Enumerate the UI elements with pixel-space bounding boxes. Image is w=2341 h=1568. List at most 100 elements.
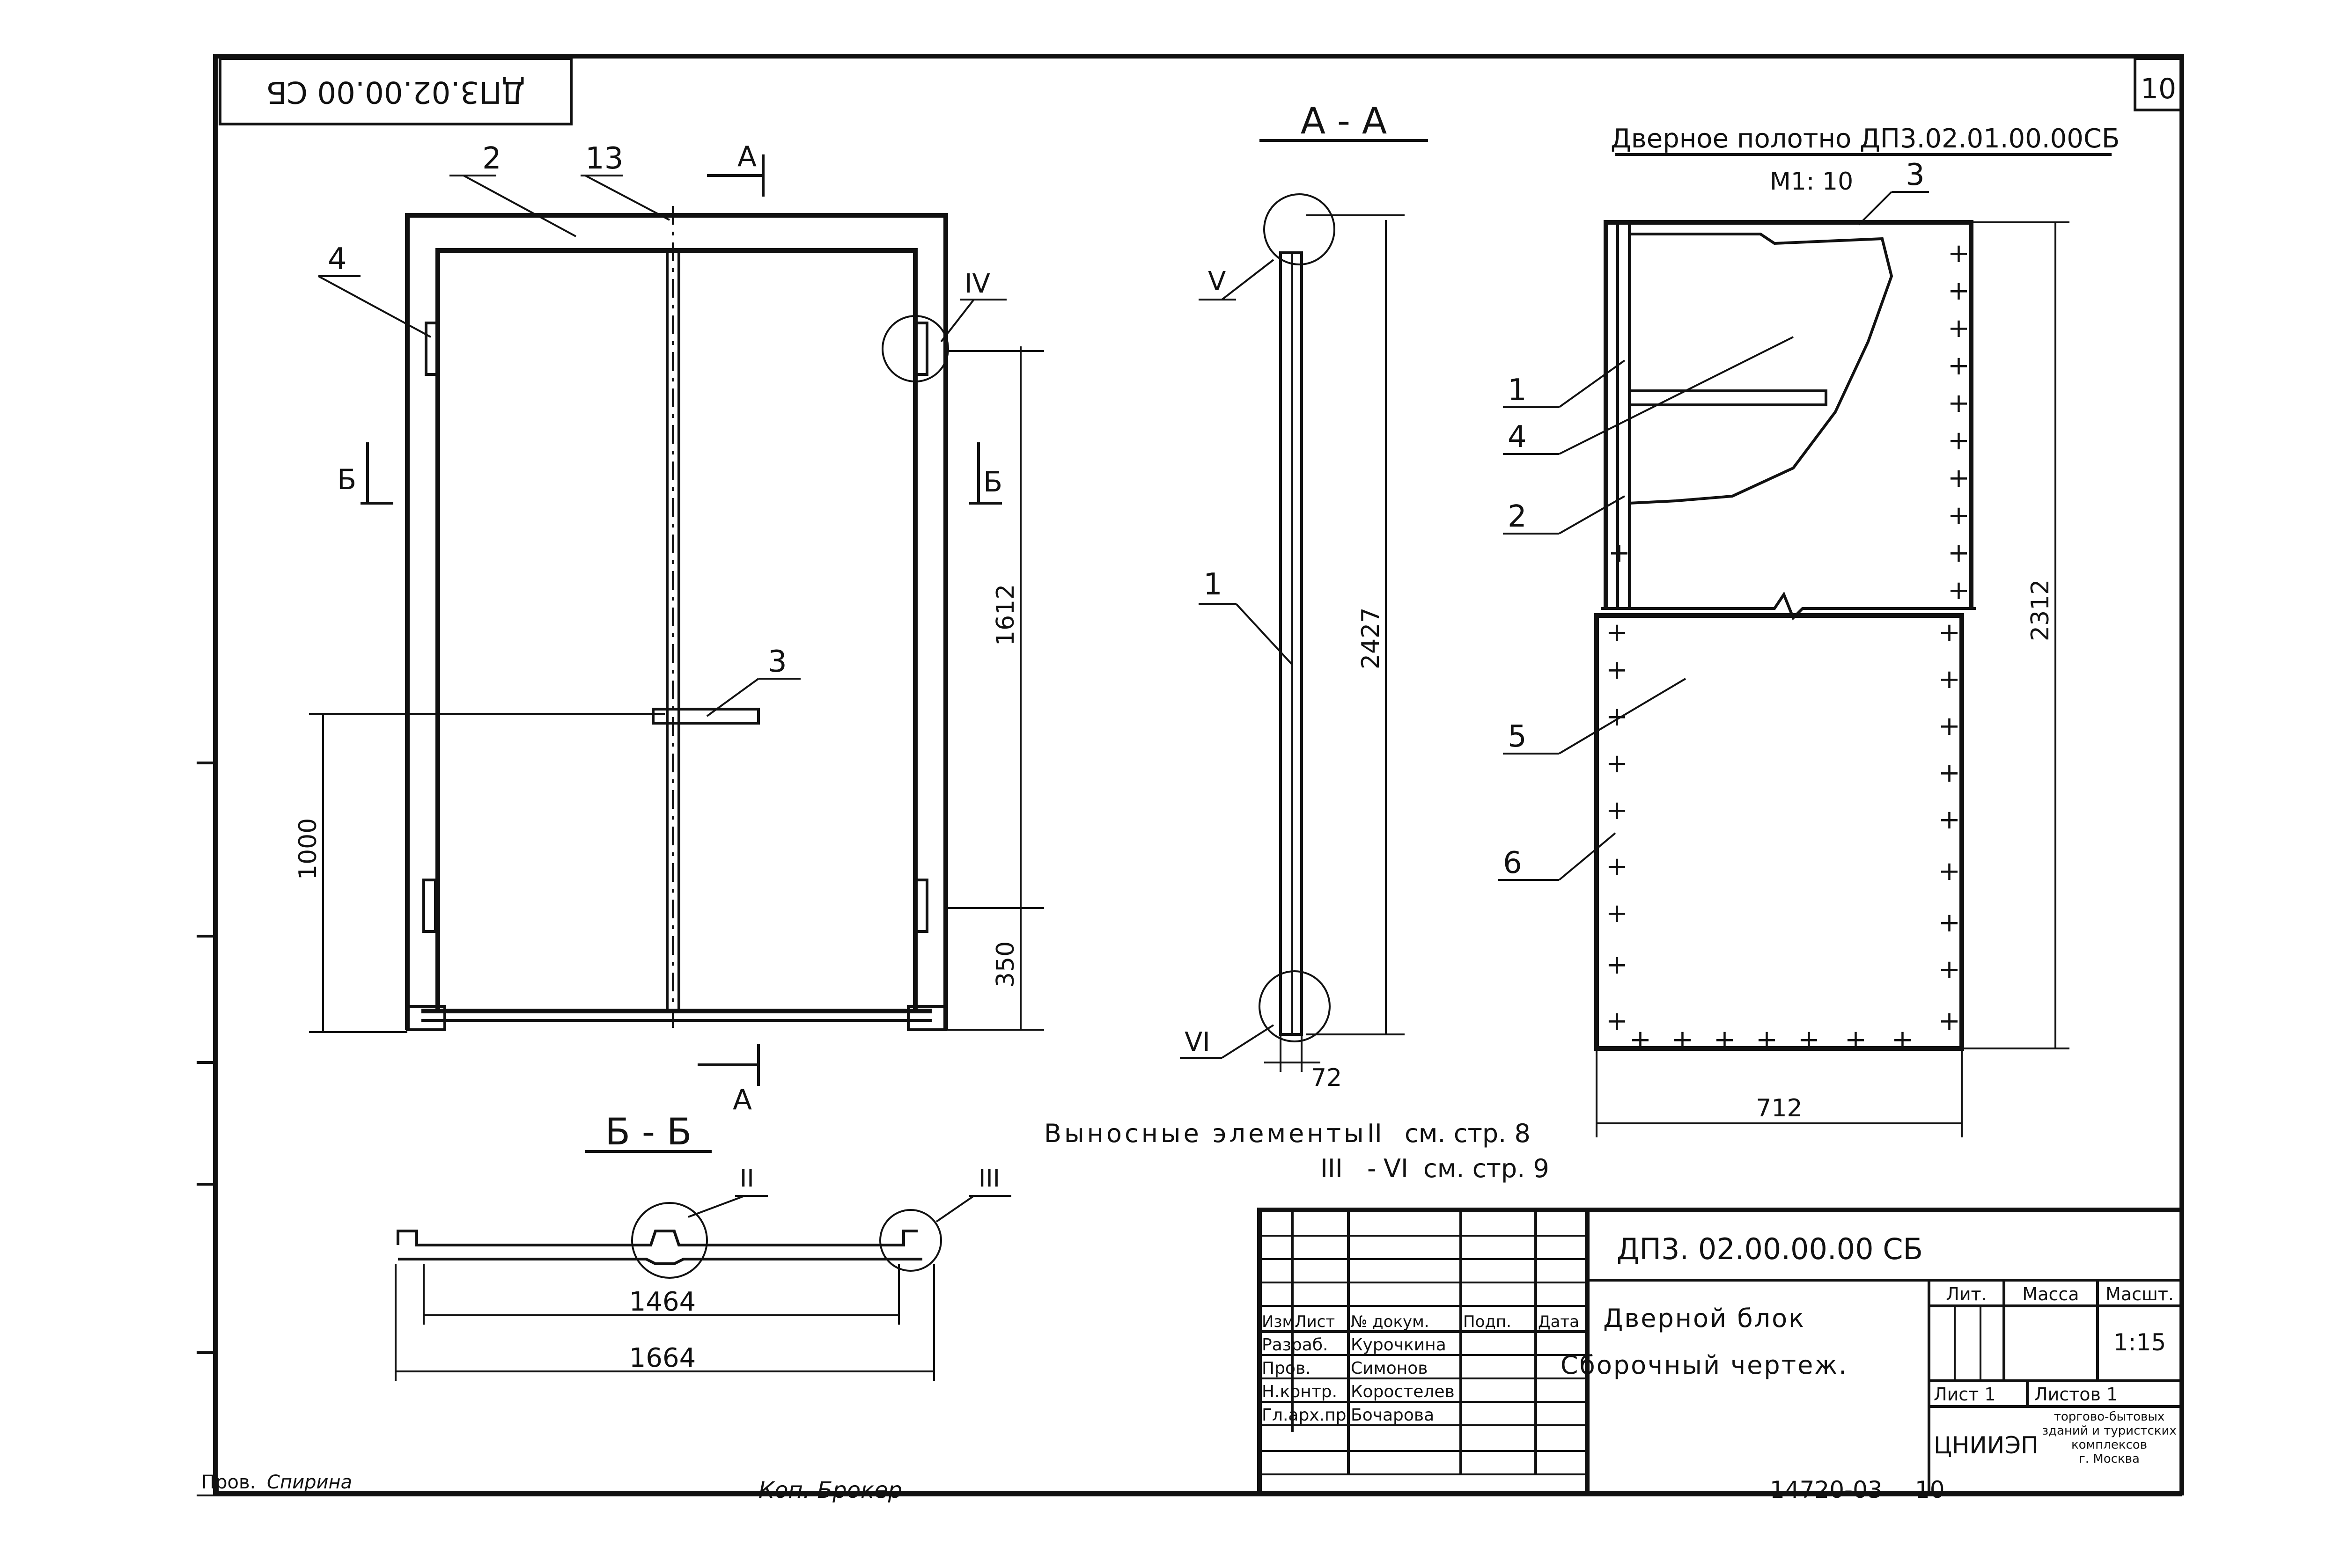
margin-ticks (197, 762, 215, 1354)
svg-text:+: + (1714, 1025, 1736, 1055)
leaf-callout-1: 1 (1508, 373, 1527, 408)
tb-org-short: ЦНИИЭП (1934, 1432, 2039, 1459)
svg-text:+: + (1948, 500, 1970, 531)
callout-IV: IV (964, 269, 990, 299)
leaf-callout-5: 5 (1508, 719, 1527, 754)
tb-code: ДП3. 02.00.00.00 СБ (1617, 1232, 1923, 1266)
callout-13: 13 (585, 141, 623, 176)
svg-text:+: + (1606, 950, 1628, 980)
svg-text:+: + (1938, 758, 1960, 788)
remote-note-prefix: Выносные элементы (1044, 1119, 1367, 1148)
svg-text:+: + (1948, 425, 1970, 456)
callout-1-aa: 1 (1203, 567, 1222, 602)
footer-page: 10 (1915, 1476, 1945, 1503)
section-aa-title: А - А (1301, 100, 1387, 142)
sheet-number-box (2134, 57, 2183, 111)
callout-II: II (740, 1165, 754, 1193)
dim-712: 712 (1756, 1094, 1802, 1122)
leaf-callout-4: 4 (1508, 420, 1527, 454)
leaf-callout-3: 3 (1906, 158, 1925, 192)
svg-text:+: + (1948, 351, 1970, 381)
svg-text:+: + (1948, 388, 1970, 418)
tb-name-line2: Сборочный чертеж. (1561, 1350, 1848, 1380)
door-leaf-view (1498, 153, 2112, 1137)
callout-4: 4 (328, 242, 347, 277)
tb-org-line-2: зданий и туристских (2042, 1424, 2177, 1438)
svg-text:+: + (1606, 851, 1628, 882)
svg-text:+: + (1606, 702, 1628, 732)
svg-text:+: + (1756, 1025, 1778, 1055)
tb-col-date: Дата (1538, 1312, 1579, 1331)
tb-col-doc: № докум. (1351, 1312, 1429, 1331)
dim-1612: 1612 (992, 584, 1020, 646)
tb-scale-label: Масшт. (2105, 1284, 2174, 1304)
svg-text:+: + (1948, 463, 1970, 493)
fastener-marks: ++++ ++++ +++ ++++ ++++ + ++++ ++++ + ++… (1606, 238, 1970, 1055)
svg-text:+: + (1798, 1025, 1820, 1055)
svg-text:+: + (1948, 538, 1970, 568)
section-mark-a-top: А (737, 140, 757, 173)
remote-note-ref1: см. стр. 8 (1405, 1119, 1531, 1148)
svg-text:+: + (1948, 276, 1970, 306)
section-aa (1180, 139, 1428, 1072)
door-leaf-scale: М1: 10 (1770, 168, 1853, 196)
tb-scale-value: 1:15 (2113, 1329, 2166, 1356)
tb-role-1: Пров. (1262, 1359, 1311, 1378)
svg-text:+: + (1938, 617, 1960, 648)
svg-text:+: + (1938, 908, 1960, 938)
title-block (1257, 1208, 2184, 1495)
section-bb (395, 1150, 1011, 1381)
remote-note-numeral-a: III (1320, 1154, 1343, 1183)
sheet-number: 10 (2141, 73, 2176, 105)
tb-sheets-label: Листов 1 (2034, 1384, 2118, 1405)
dim-1664: 1664 (629, 1343, 696, 1373)
sheet-frame (213, 54, 2184, 1495)
svg-text:+: + (1845, 1025, 1867, 1055)
svg-text:+: + (1606, 655, 1628, 685)
door-leaf-title: Дверное полотно ДП3.02.01.00.00СБ (1611, 124, 2120, 154)
section-mark-b-right: Б (983, 466, 1002, 498)
svg-text:+: + (1938, 664, 1960, 695)
tb-org-line-3: комплексов (2071, 1438, 2147, 1452)
remote-note-numeral: II (1367, 1119, 1382, 1148)
section-bb-title: Б - Б (605, 1111, 692, 1153)
tb-name-line1: Дверной блок (1603, 1304, 1805, 1333)
footer-middle: Коп. Брокер (758, 1477, 902, 1503)
svg-text:+: + (1938, 856, 1960, 887)
leaf-callout-6: 6 (1503, 846, 1522, 880)
tb-mass-label: Масса (2022, 1284, 2079, 1304)
tb-role-0: Разраб. (1262, 1335, 1328, 1355)
callout-2: 2 (482, 141, 501, 176)
svg-text:+: + (1948, 238, 1970, 269)
remote-note-ref2: см. стр. 9 (1423, 1154, 1549, 1183)
code-box (219, 57, 573, 125)
svg-text:+: + (1629, 1025, 1651, 1055)
svg-text:+: + (1606, 795, 1628, 826)
tb-name-1: Симонов (1351, 1359, 1428, 1378)
dim-1464: 1464 (629, 1287, 696, 1317)
tb-col-headers: Изм. Лист № докум. Подп. Дата (1262, 1312, 1579, 1331)
tb-col-list: Лист (1295, 1312, 1335, 1331)
tb-org-line-1: торгово-бытовых (2054, 1410, 2165, 1424)
svg-text:+: + (1606, 617, 1628, 648)
svg-text:+: + (1938, 711, 1960, 741)
tb-sheet-label: Лист 1 (1934, 1384, 1996, 1405)
section-mark-b-left: Б (337, 463, 356, 496)
callout-VI: VI (1185, 1027, 1210, 1057)
svg-text:+: + (1606, 898, 1628, 929)
section-mark-a-bottom: А (733, 1084, 752, 1116)
svg-text:+: + (1608, 538, 1630, 568)
dim-1000: 1000 (294, 818, 322, 880)
callout-V: V (1208, 266, 1226, 297)
tb-role-3: Гл.арх.пр. (1262, 1406, 1352, 1425)
tb-org-full: торгово-бытовых зданий и туристских комп… (2042, 1410, 2177, 1466)
tb-lit-label: Лит. (1946, 1284, 1987, 1304)
tb-role-2: Н.контр. (1262, 1382, 1337, 1401)
svg-text:+: + (1671, 1025, 1693, 1055)
dim-2427: 2427 (1357, 608, 1385, 669)
svg-text:+: + (1938, 805, 1960, 835)
dim-2312: 2312 (2026, 579, 2054, 641)
dim-350: 350 (992, 941, 1020, 988)
callout-3: 3 (768, 645, 787, 679)
